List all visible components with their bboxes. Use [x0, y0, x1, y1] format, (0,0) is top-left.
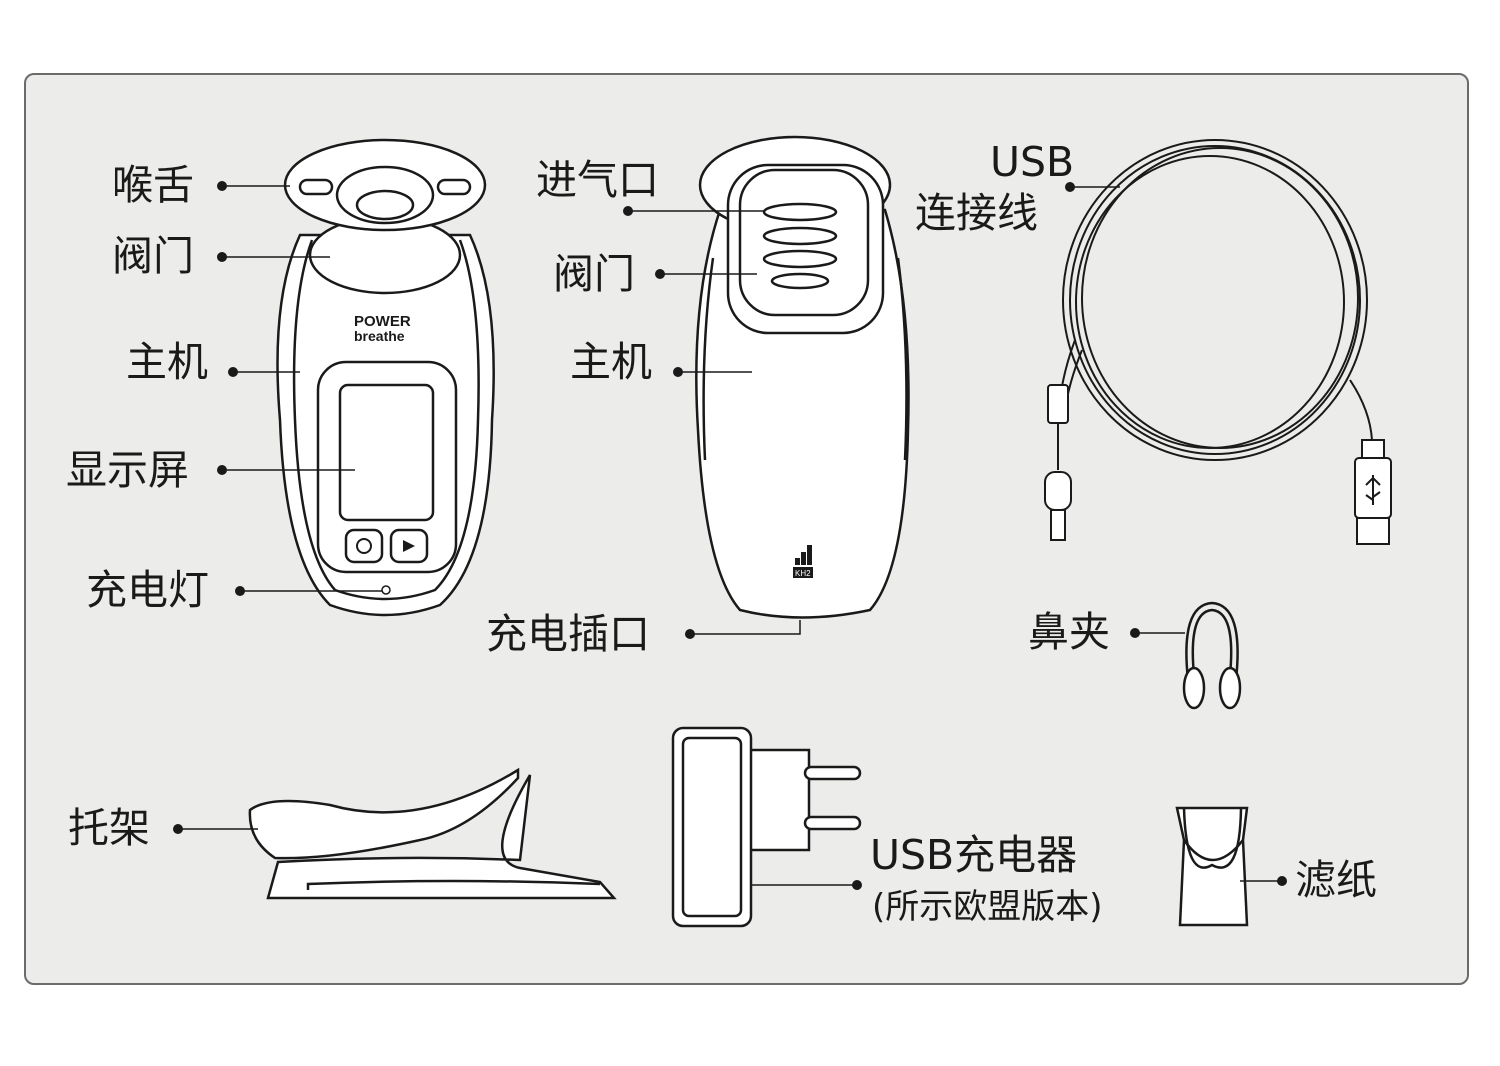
label-usb-cable-line2: 连接线	[915, 189, 1038, 237]
logo-breathe: breathe	[354, 328, 405, 344]
label-filter: 滤纸	[1295, 856, 1377, 904]
usb-cable	[1044, 139, 1392, 545]
leader-lines	[178, 185, 1282, 886]
kh2-bars-icon	[793, 545, 813, 578]
filter	[1175, 806, 1249, 927]
front-device: POWER breathe	[276, 138, 495, 617]
label-air-inlet: 进气口	[536, 156, 659, 204]
label-usb-charger: USB充电器	[870, 831, 1078, 879]
stand	[248, 767, 617, 900]
label-mouthpiece: 喉舌	[112, 161, 194, 209]
label-usb-cable-line1: USB	[990, 138, 1075, 186]
label-usb-charger-note: (所示欧盟版本)	[872, 887, 1103, 927]
usb-charger-device	[671, 726, 862, 928]
nose-clip	[1182, 601, 1242, 710]
label-valve-back: 阀门	[553, 250, 635, 298]
label-charge-port: 充电插口	[486, 610, 650, 658]
label-nose-clip: 鼻夹	[1028, 608, 1110, 656]
label-display: 显示屏	[66, 446, 189, 494]
label-stand: 托架	[68, 804, 150, 852]
label-valve-front: 阀门	[112, 232, 194, 280]
label-main-unit-back: 主机	[570, 338, 652, 386]
label-charge-light: 充电灯	[86, 566, 209, 614]
leader-dots	[173, 181, 1287, 890]
model-badge: KH2	[795, 569, 811, 578]
logo-power: POWER	[354, 313, 411, 330]
label-main-unit-front: 主机	[126, 338, 208, 386]
back-device: KH2	[695, 135, 910, 619]
